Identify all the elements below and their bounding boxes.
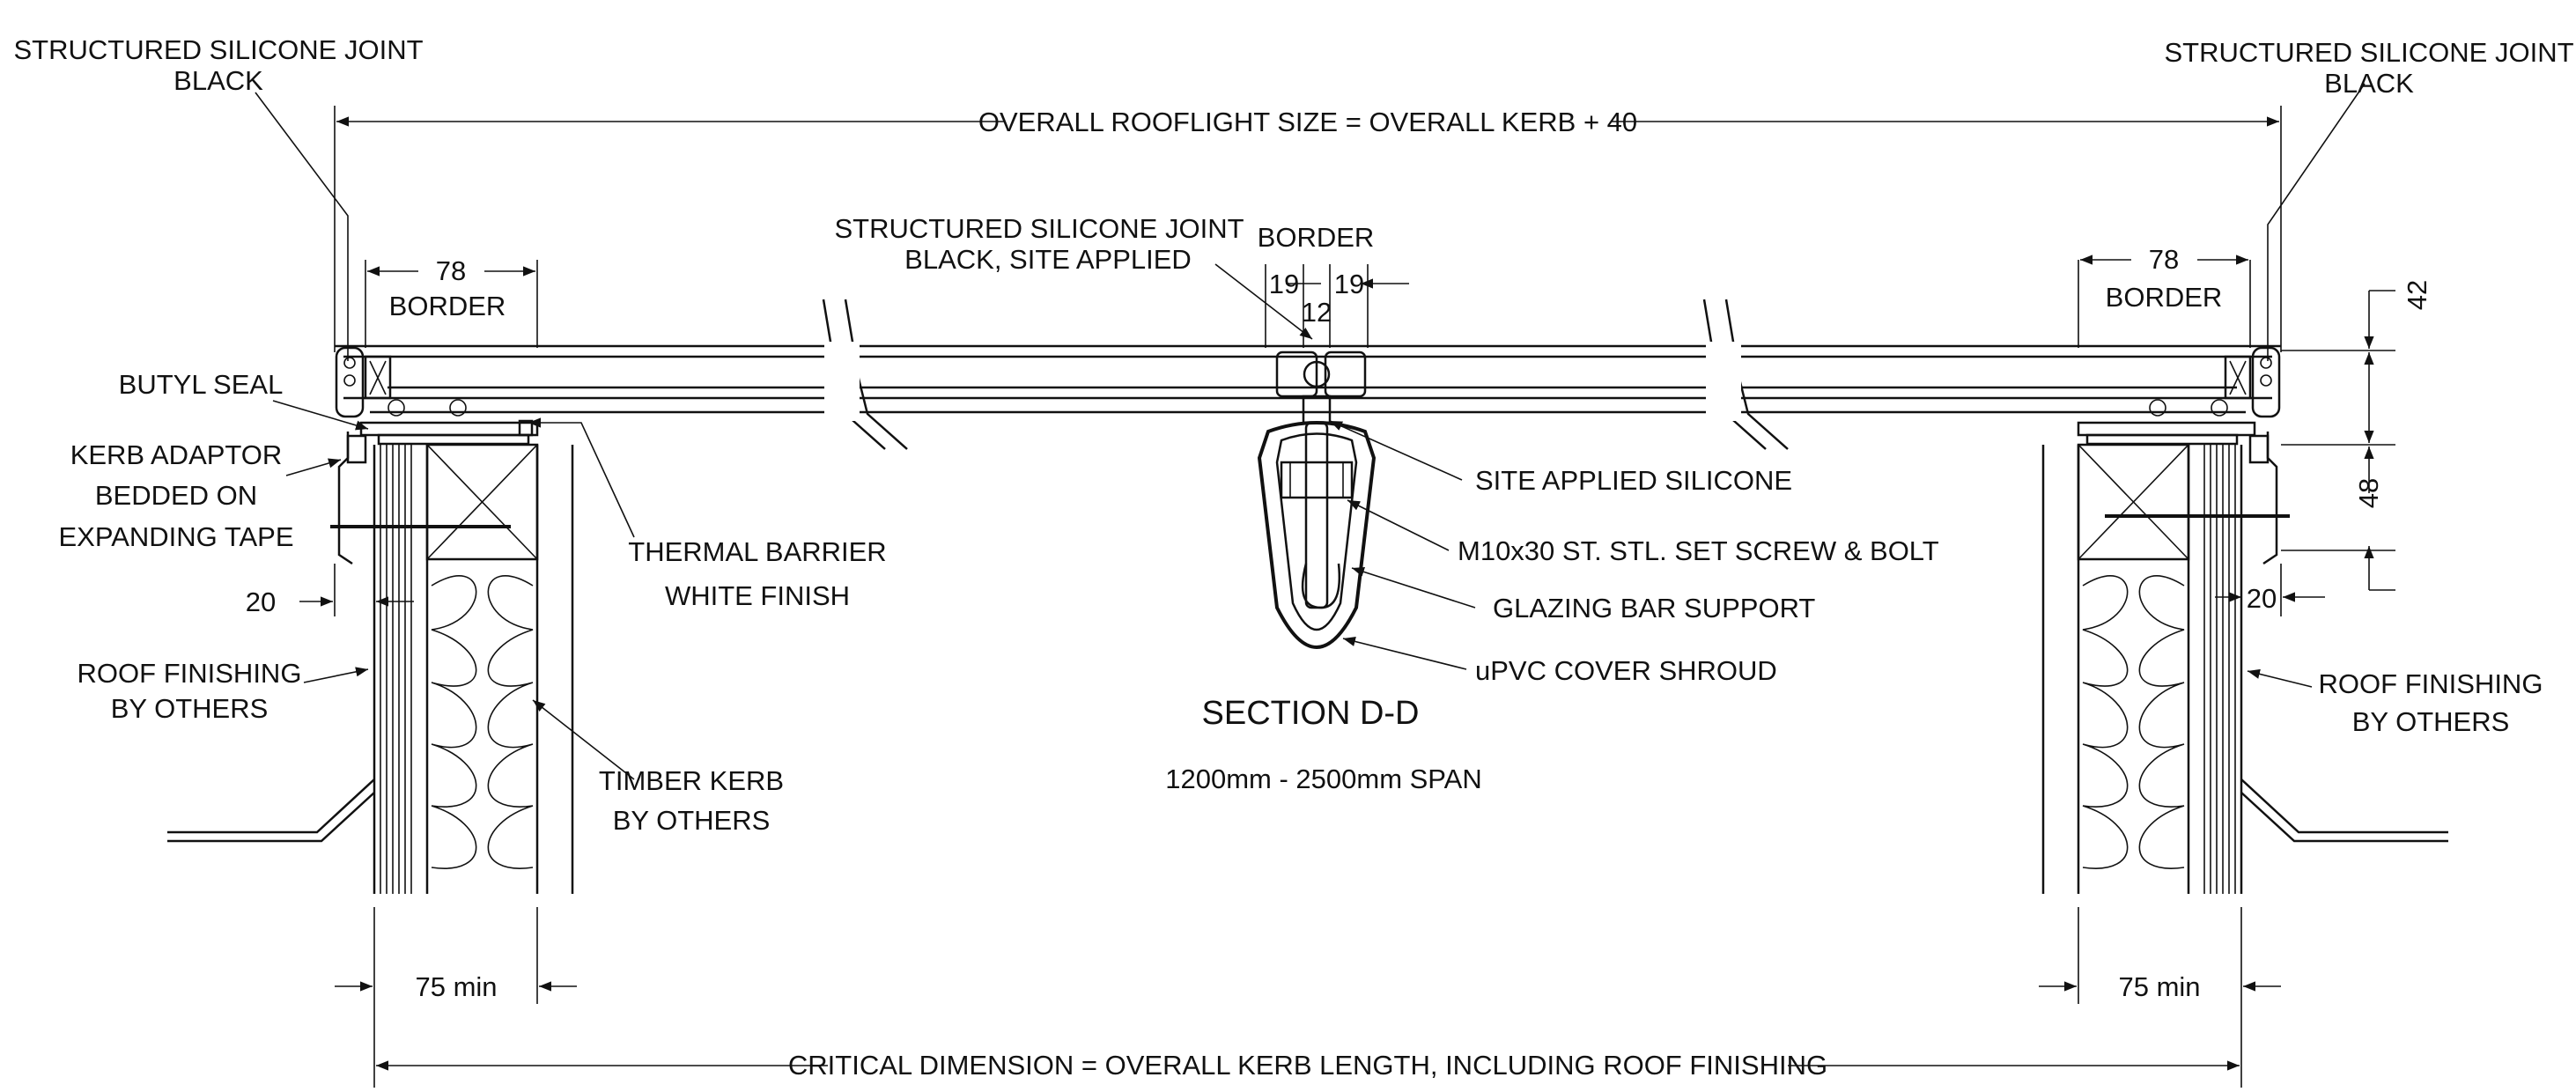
ssj-mid-label-line1: STRUCTURED SILICONE JOINT [834, 213, 1244, 244]
border-mid-label: BORDER [1258, 222, 1375, 253]
timber-kerb-line1: TIMBER KERB [599, 765, 784, 796]
kerb-adaptor-line2: BEDDED ON [95, 480, 257, 511]
min-right-label: 75 min [2118, 971, 2200, 1002]
ssj-mid-label-line2: BLACK, SITE APPLIED [904, 244, 1192, 275]
dim-42: 42 [2402, 280, 2432, 310]
timber-kerb-line2: BY OTHERS [613, 805, 771, 836]
span-label: 1200mm - 2500mm SPAN [1165, 764, 1482, 794]
glazing-panel [335, 299, 2281, 450]
site-silicone-label: SITE APPLIED SILICONE [1475, 465, 1792, 496]
screw-bolt-label: M10x30 ST. STL. SET SCREW & BOLT [1458, 535, 1939, 566]
critical-dimension-label: CRITICAL DIMENSION = OVERALL KERB LENGTH… [788, 1050, 1827, 1081]
upvc-shroud-label: uPVC COVER SHROUD [1475, 655, 1777, 686]
min-left-label: 75 min [415, 971, 497, 1002]
roof-finish-left-line1: ROOF FINISHING [78, 658, 302, 689]
kerb-adaptor-line1: KERB ADAPTOR [70, 439, 283, 470]
butyl-seal-label: BUTYL SEAL [119, 369, 284, 400]
border-right-label: BORDER [2106, 282, 2223, 313]
dim-19b: 19 [1334, 269, 1364, 299]
right-edge-detail [2077, 346, 2281, 565]
left-kerb [167, 443, 574, 894]
thermal-barrier-line2: WHITE FINISH [665, 580, 850, 611]
kerb-adaptor-line3: EXPANDING TAPE [58, 521, 293, 552]
section-title: SECTION D-D [1202, 695, 1420, 732]
border-right-value: 78 [2149, 244, 2179, 275]
ssj-right-label-line1: STRUCTURED SILICONE JOINT [2164, 37, 2573, 68]
overall-dimension: OVERALL ROOFLIGHT SIZE = OVERALL KERB + … [334, 106, 2282, 352]
glazing-bar [1257, 350, 1377, 649]
dim-48: 48 [2353, 478, 2384, 508]
glazing-bar-support-label: GLAZING BAR SUPPORT [1493, 593, 1815, 623]
overall-size-label: OVERALL ROOFLIGHT SIZE = OVERALL KERB + … [978, 107, 1637, 137]
thermal-barrier-line1: THERMAL BARRIER [628, 536, 886, 567]
ssj-left-label-line1: STRUCTURED SILICONE JOINT [13, 34, 423, 65]
ssj-left-label-line2: BLACK [173, 65, 263, 96]
dim-19a: 19 [1269, 269, 1299, 299]
border-left-value: 78 [436, 255, 466, 286]
border-left-label: BORDER [389, 291, 506, 321]
leader-lines [255, 83, 2366, 780]
dim-12: 12 [1302, 297, 1332, 328]
annotation-labels: STRUCTURED SILICONE JOINT BLACK STRUCTUR… [13, 34, 2573, 1081]
ssj-right-label-line2: BLACK [2324, 68, 2414, 99]
roof-finish-right-line2: BY OTHERS [2352, 706, 2510, 737]
right-kerb [2041, 443, 2448, 894]
dim-20-left: 20 [246, 587, 276, 617]
dimension-lines [299, 255, 2395, 1092]
dim-20-right: 20 [2247, 583, 2277, 614]
roof-finish-right-line1: ROOF FINISHING [2319, 668, 2543, 699]
roof-finish-left-line2: BY OTHERS [111, 693, 269, 724]
